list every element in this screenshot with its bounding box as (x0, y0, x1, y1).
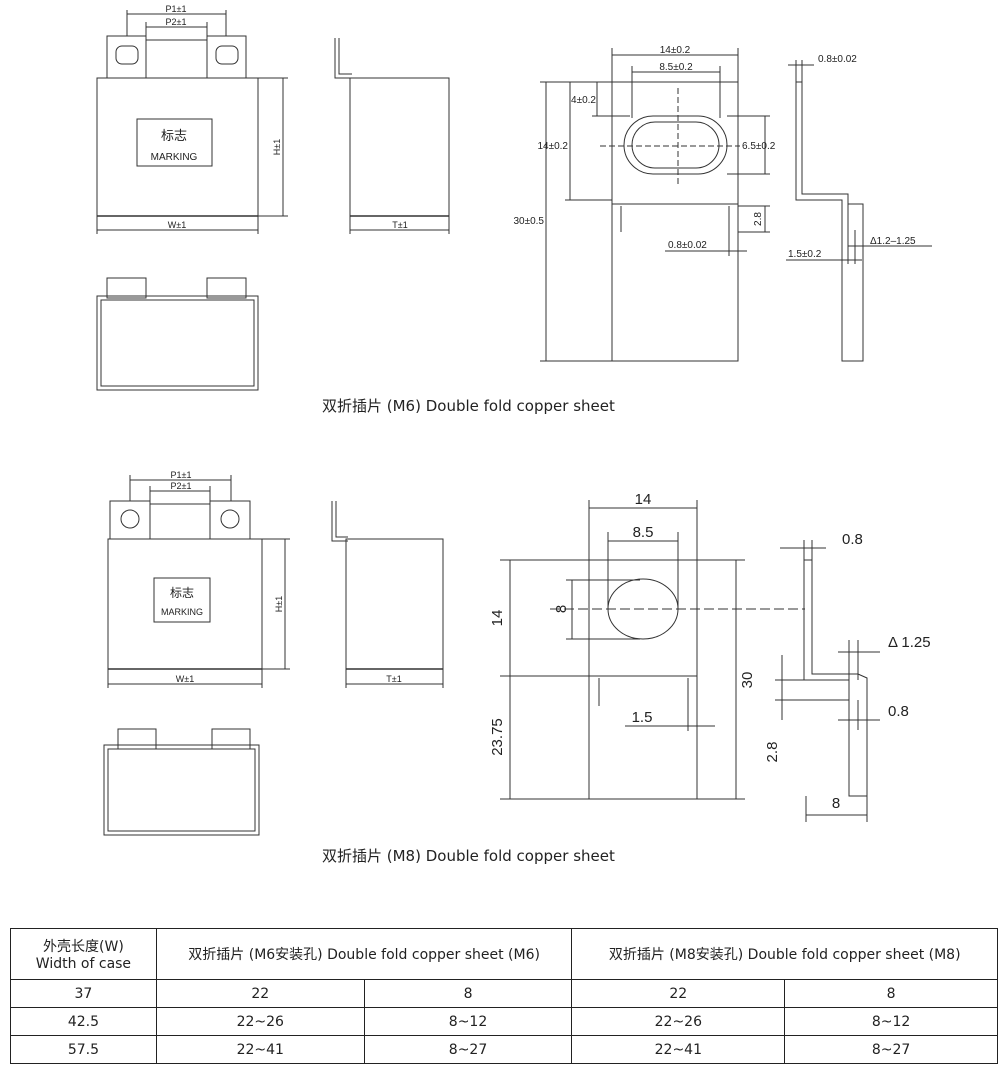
cell-m8-a: 22~26 (571, 1007, 786, 1036)
header-width-en: Width of case (35, 956, 132, 972)
cell-m8-b: 8 (784, 979, 998, 1008)
m8-dim-14h: 14 (489, 610, 506, 627)
m6-dim-08b: 0.8±0.02 (818, 54, 857, 65)
cell-m6-a: 22~26 (155, 1007, 365, 1036)
m8-dim-28: 2.8 (764, 742, 781, 763)
m8-dim-8: 8 (553, 605, 570, 613)
m6-dim-14w: 14±0.2 (660, 45, 691, 56)
m8-dim-08a: 0.8 (842, 531, 863, 548)
m8-dim-delta: Δ 1.25 (888, 634, 931, 651)
cell-m6-a: 22 (155, 979, 365, 1008)
m6-bottom-view (96, 277, 259, 391)
m8-side-view: T±1 (331, 501, 444, 688)
m8-bottom-view (103, 728, 260, 836)
m8-tab-detail: 14 8.5 8 14 23.75 30 1.5 (489, 491, 805, 800)
m6-tab-detail: 14±0.2 8.5±0.2 4±0.2 14±0.2 6.5±0.2 30±0… (513, 45, 776, 362)
m8-dim-30: 30 (739, 672, 756, 689)
table-row: 37 22 8 22 8 (10, 979, 998, 1008)
cell-m6-b: 8~27 (363, 1035, 573, 1064)
m6-p1-label: P1±1 (166, 4, 187, 14)
m8-h-label: H±1 (274, 596, 284, 612)
m8-p2-label: P2±1 (171, 481, 192, 491)
m6-p2-label: P2±1 (166, 17, 187, 27)
cell-m8-a: 22 (571, 979, 786, 1008)
header-m8: 双折插片 (M8安装孔) Double fold copper sheet (M… (571, 928, 998, 980)
cell-m8-b: 8~27 (784, 1035, 998, 1064)
header-m6: 双折插片 (M6安装孔) Double fold copper sheet (M… (155, 928, 573, 980)
m6-dim-14h: 14±0.2 (537, 141, 568, 152)
m8-dim-85: 8.5 (633, 524, 654, 541)
technical-drawing: 标志 MARKING P1±1 P2±1 H±1 W±1 T±1 (96, 4, 932, 836)
cell-m6-b: 8~12 (363, 1007, 573, 1036)
cell-m8-a: 22~41 (571, 1035, 786, 1064)
m8-front-view: 标志 MARKING P1±1 P2±1 H±1 W±1 (107, 470, 290, 688)
spec-table: 外壳长度(W) Width of case 双折插片 (M6安装孔) Doubl… (10, 928, 998, 1064)
m8-dim-15: 1.5 (632, 709, 653, 726)
cell-m6-b: 8 (363, 979, 573, 1008)
header-width-cn: 外壳长度(W) (43, 939, 124, 955)
m6-t-label: T±1 (392, 220, 407, 230)
cell-m8-b: 8~12 (784, 1007, 998, 1036)
cell-width: 37 (10, 979, 157, 1008)
m8-w-label: W±1 (176, 674, 194, 684)
m8-marking-cn: 标志 (170, 586, 194, 600)
m6-dim-85: 8.5±0.2 (659, 62, 693, 73)
m6-tab-profile: 0.8±0.02 Δ1.2–1.25 1.5±0.2 (786, 54, 932, 362)
m6-dim-28: 2.8 (753, 212, 764, 226)
m8-dim-08b: 0.8 (888, 703, 909, 720)
cell-m6-a: 22~41 (155, 1035, 365, 1064)
m6-dim-08a: 0.8±0.02 (668, 240, 707, 251)
m6-dim-15: 1.5±0.2 (788, 249, 822, 260)
m6-marking-cn: 标志 (161, 128, 187, 143)
m6-dim-65: 6.5±0.2 (742, 141, 776, 152)
header-width: 外壳长度(W) Width of case (10, 928, 157, 980)
m8-tab-profile: 0.8 Δ 1.25 0.8 2.8 8 (764, 531, 931, 822)
cell-width: 42.5 (10, 1007, 157, 1036)
m8-dim-8b: 8 (832, 795, 840, 812)
m6-dim-4: 4±0.2 (571, 95, 596, 106)
m8-p1-label: P1±1 (171, 470, 192, 480)
m6-dim-delta: Δ1.2–1.25 (870, 236, 916, 247)
m8-dim-14w: 14 (635, 491, 652, 508)
m6-caption: 双折插片 (M6) Double fold copper sheet (322, 397, 615, 415)
m6-dim-30: 30±0.5 (513, 216, 544, 227)
m6-h-label: H±1 (272, 139, 282, 155)
m6-w-label: W±1 (168, 220, 186, 230)
m6-marking-en: MARKING (151, 152, 198, 163)
m8-dim-2375: 23.75 (489, 718, 506, 756)
m8-marking-en: MARKING (161, 607, 203, 617)
m8-caption: 双折插片 (M8) Double fold copper sheet (322, 847, 615, 865)
table-header-row: 外壳长度(W) Width of case 双折插片 (M6安装孔) Doubl… (10, 928, 998, 980)
cell-width: 57.5 (10, 1035, 157, 1064)
table-row: 57.5 22~41 8~27 22~41 8~27 (10, 1035, 998, 1064)
table-row: 42.5 22~26 8~12 22~26 8~12 (10, 1007, 998, 1036)
m8-t-label: T±1 (386, 674, 401, 684)
m6-side-view: T±1 (334, 38, 450, 234)
m6-front-view: 标志 MARKING P1±1 P2±1 H±1 W±1 (96, 4, 288, 234)
